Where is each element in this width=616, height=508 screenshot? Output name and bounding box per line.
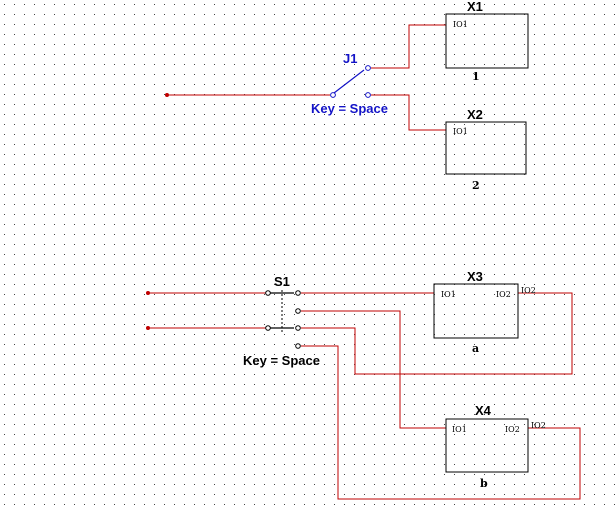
wire-s1-pole2b-to-x4-out[interactable] [301,345,581,500]
x2-pin-io1: IO1 [453,127,468,136]
x3-name-label: X3 [467,269,483,284]
x3-pin-io2-inner: IO2 [496,290,511,299]
component-x4[interactable]: X4 IO1 IO2 IO2 b [445,403,546,490]
x4-sub-label: b [480,477,488,490]
x3-body [433,283,519,339]
x1-name-label: X1 [467,0,483,14]
s1-pole1-contact-b [295,308,301,314]
component-x1[interactable]: X1 IO1 1 [445,0,529,83]
s1-switch[interactable] [265,290,301,349]
x2-body [445,121,527,175]
wire-j1-to-x2[interactable] [371,94,446,131]
x1-sub-label: 1 [472,70,480,83]
component-x3[interactable]: X3 IO1 IO2 IO2 a [433,269,536,355]
wire-s1-input-1[interactable] [146,291,266,295]
s1-key-label: Key = Space [243,353,320,368]
x3-pin-io1: IO1 [441,290,456,299]
x4-body [445,418,529,473]
j1-key-label: Key = Space [311,101,388,116]
j1-name-label: J1 [343,51,357,66]
x2-name-label: X2 [467,107,483,122]
j1-switch[interactable] [330,65,371,98]
j1-common-contact [330,92,336,98]
s1-pole1-contact-a [295,290,301,296]
wire-s1-pole2a-to-x3-out[interactable] [301,292,573,375]
x4-name-label: X4 [475,403,492,418]
x2-sub-label: 2 [472,179,480,192]
wire-s1-pole1b-to-x4[interactable] [301,310,446,429]
s1-pole1-common [265,290,271,296]
s1-pole2-contact-b [295,343,301,349]
s1-pole2-common [265,325,271,331]
s1-pole2-contact-a [295,325,301,331]
x3-sub-label: a [472,342,479,355]
x4-pin-io1: IO1 [452,425,467,434]
s1-name-label: S1 [274,274,290,289]
x4-pin-io2-inner: IO2 [505,425,520,434]
j1-blade [333,69,365,94]
x1-body [445,13,529,69]
x1-pin-io1: IO1 [453,20,468,29]
wire-j1-input[interactable] [165,93,330,97]
wire-j1-to-x1[interactable] [371,24,446,69]
wire-s1-input-2[interactable] [146,326,266,330]
x4-pin-io2-outer: IO2 [531,421,546,430]
component-x2[interactable]: X2 IO1 2 [445,107,527,192]
j1-upper-contact [365,65,371,71]
j1-lower-contact [365,92,371,98]
x3-pin-io2-outer: IO2 [521,286,536,295]
